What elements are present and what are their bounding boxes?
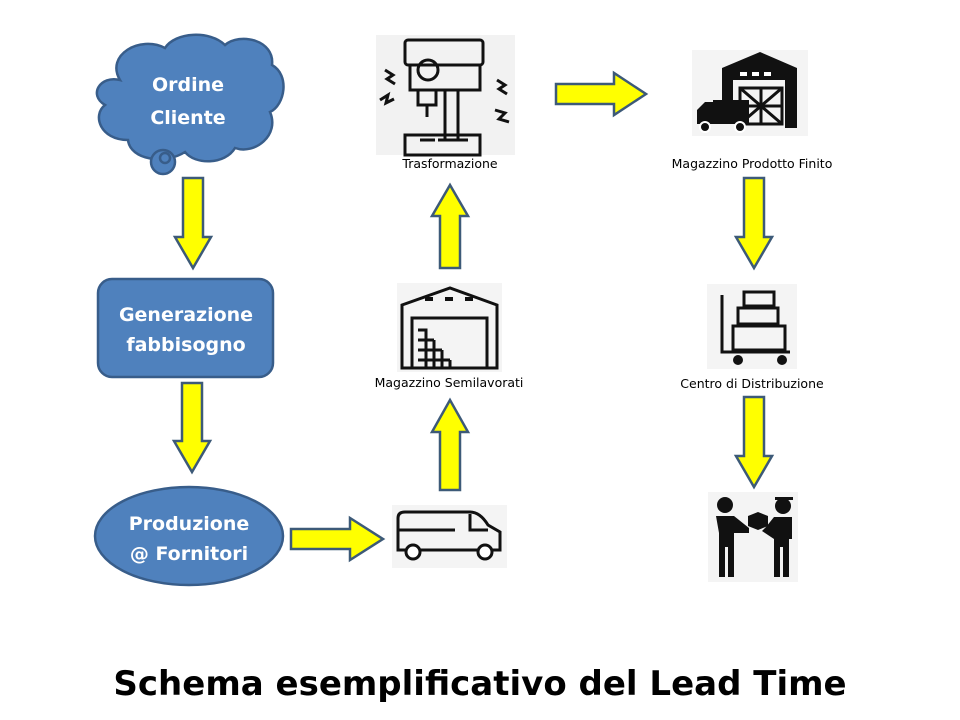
node-label-line1: Ordine — [152, 74, 224, 96]
arrow-down-3 — [733, 176, 775, 271]
van-icon — [392, 505, 507, 568]
arrow-up-1 — [429, 397, 471, 492]
caption-trasformazione: Trasformazione — [401, 156, 498, 171]
caption-magazzino-semilavorati: Magazzino Semilavorati — [375, 375, 524, 390]
caption-centro-distribuzione: Centro di Distribuzione — [680, 376, 824, 391]
node-label-line1: Produzione — [129, 513, 250, 535]
arrow-up-2 — [429, 182, 471, 270]
arrow-down-2 — [171, 381, 213, 475]
warehouse-truck-icon — [692, 50, 808, 136]
arrow-right-bottom — [289, 515, 386, 563]
node-label-line2: Cliente — [150, 107, 225, 129]
node-ordine-cliente: Ordine Cliente — [95, 33, 285, 176]
hand-truck-boxes-icon — [707, 284, 797, 369]
node-label-line2: fabbisogno — [126, 334, 245, 356]
delivery-handover-icon — [708, 492, 798, 582]
node-generazione-fabbisogno: Generazione fabbisogno — [96, 277, 275, 379]
warehouse-icon — [397, 283, 502, 372]
node-produzione-fornitori: Produzione @ Fornitori — [93, 485, 285, 587]
arrow-down-4 — [733, 395, 775, 490]
node-label-line2: @ Fornitori — [130, 543, 248, 565]
diagram-title: Schema esemplificativo del Lead Time — [113, 664, 846, 704]
arrow-down-1 — [172, 176, 214, 271]
drill-press-icon — [376, 35, 515, 157]
arrow-right-top — [554, 70, 649, 118]
node-label-line1: Generazione — [119, 304, 253, 326]
caption-magazzino-prodotto-finito: Magazzino Prodotto Finito — [672, 156, 833, 171]
